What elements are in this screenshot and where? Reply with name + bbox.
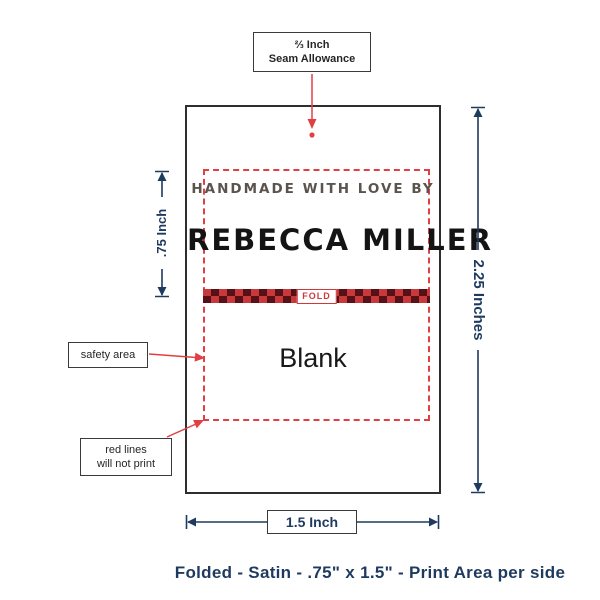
handmade-text: HANDMADE WITH LOVE BY: [191, 181, 435, 197]
blank-side-text: Blank: [279, 343, 347, 373]
personalized-name-text: REBECCA MILLER: [187, 223, 493, 257]
safety-area-callout: safety area: [68, 342, 148, 368]
red-lines-callout: red lines will not print: [80, 438, 172, 476]
safety-area-label: safety area: [80, 348, 136, 361]
label-outline: HANDMADE WITH LOVE BY REBECCA MILLER FOL…: [185, 105, 493, 494]
red-lines-line1: red lines: [105, 443, 147, 456]
width-measure-label: 1.5 Inch: [267, 510, 357, 534]
fold-line-band: FOLD: [203, 289, 430, 304]
fold-height-measure-label: .75 Inch: [153, 197, 171, 269]
seam-allowance-line2: Seam Allowance: [268, 53, 356, 65]
seam-allowance-line1: ⅔ Inch: [294, 38, 330, 51]
seam-allowance-callout: ⅔ Inch Seam Allowance: [253, 32, 371, 72]
product-caption: Folded - Satin - .75" x 1.5" - Print Are…: [174, 563, 566, 582]
fold-label: FOLD: [296, 289, 337, 304]
red-lines-line2: will not print: [96, 458, 156, 470]
total-height-measure-label: 2.25 Inches: [468, 250, 488, 350]
